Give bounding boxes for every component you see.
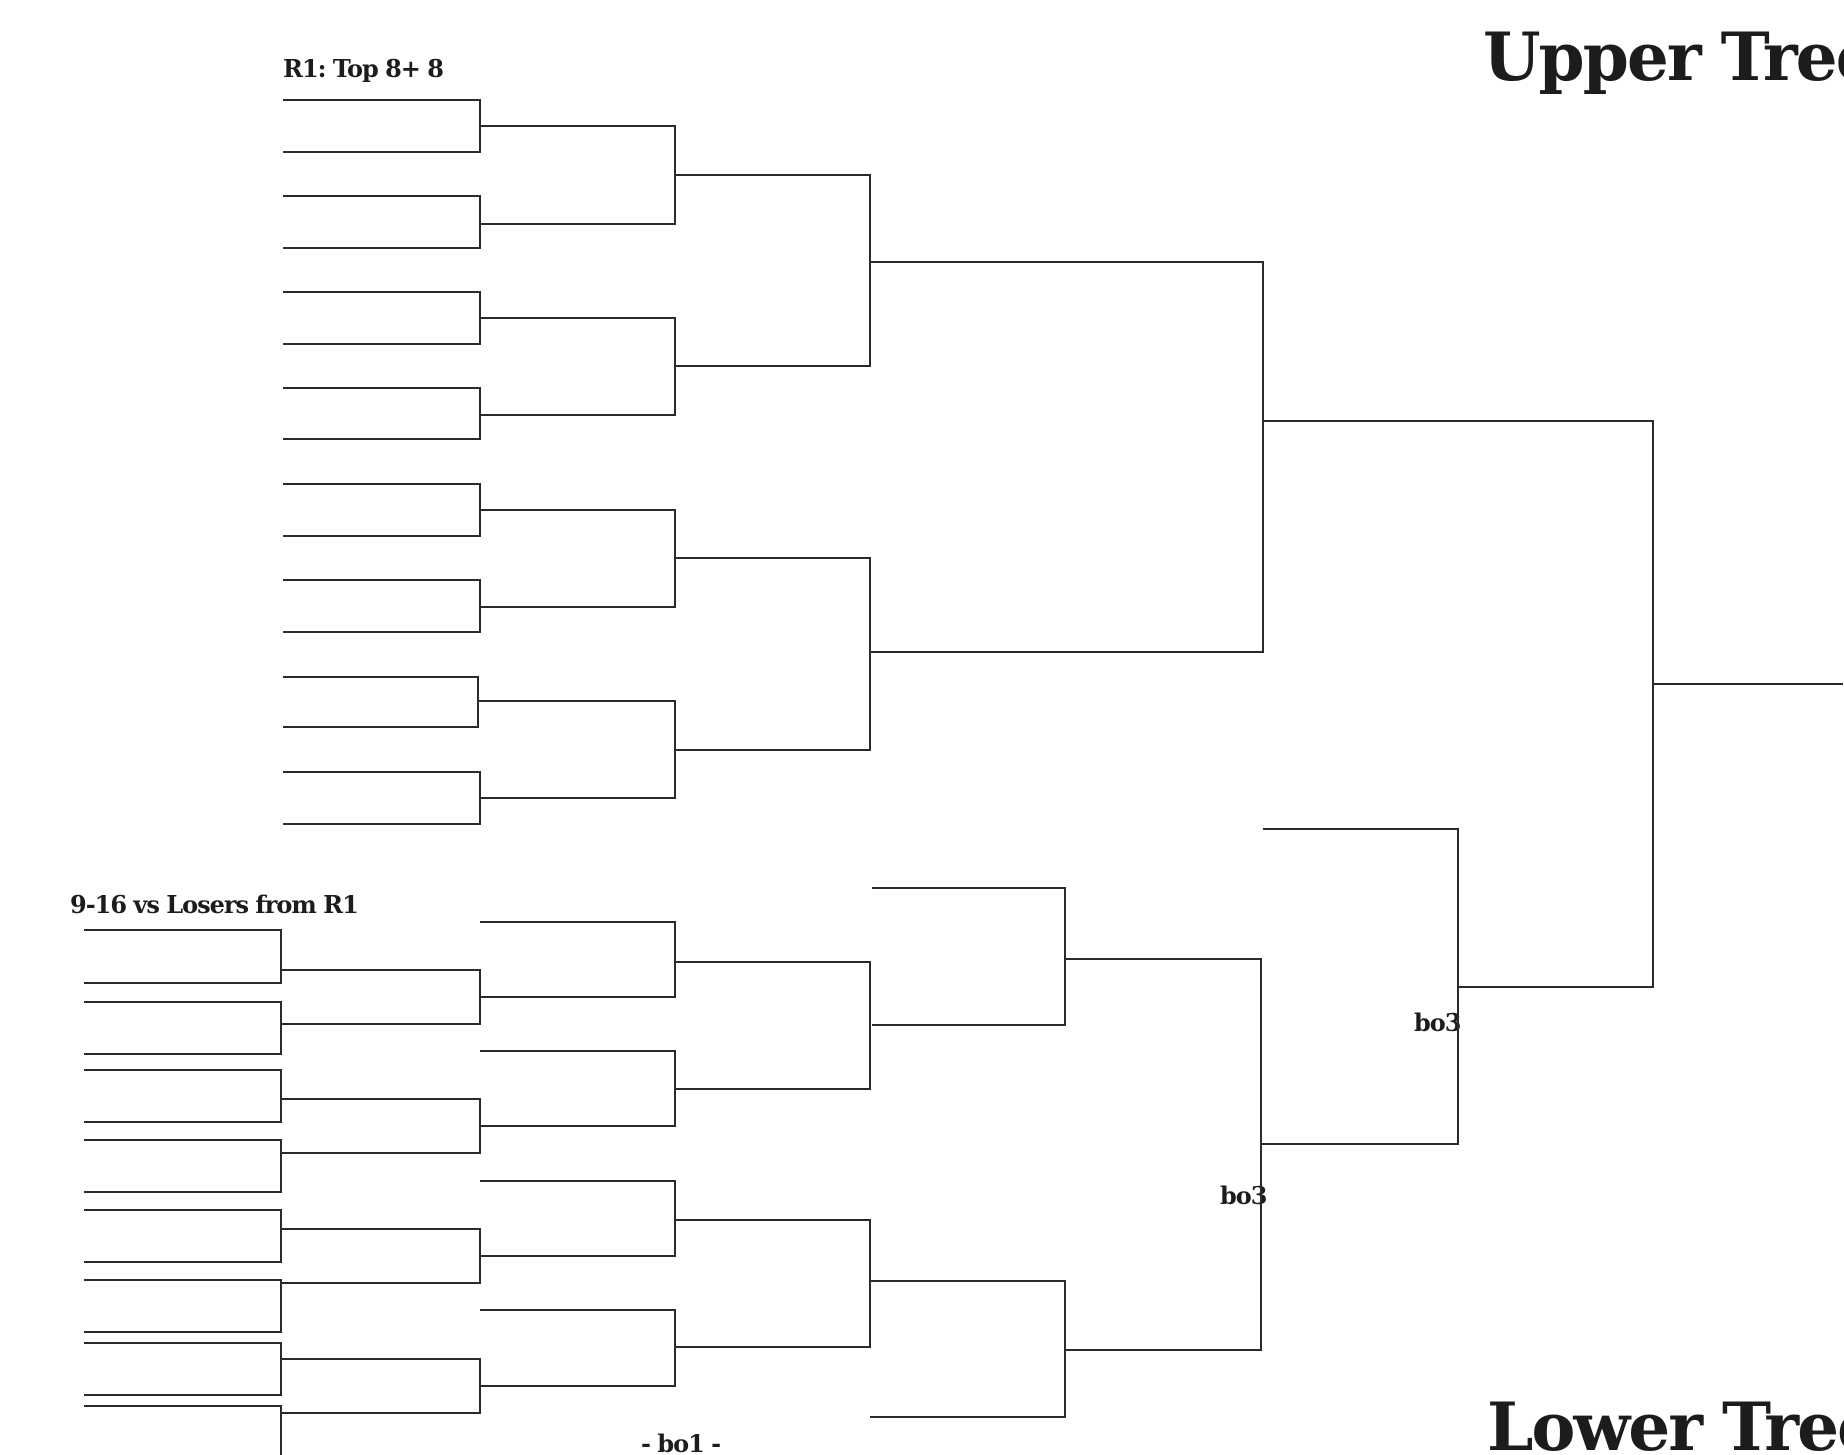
- lower-r3-match-4: [480, 1309, 676, 1387]
- lower-r1-match-4: [84, 1139, 282, 1193]
- upper-r3-match-2: [675, 557, 871, 751]
- upper-r2-match-1: [480, 125, 676, 225]
- lower-r4-match-1: [675, 961, 871, 1090]
- lower-r4-match-2: [675, 1219, 871, 1348]
- lower-r1-match-5: [84, 1209, 282, 1263]
- lower-r3-match-1: [480, 921, 676, 998]
- upper-r2-match-3: [480, 509, 676, 608]
- upper-r1-match-2: [283, 195, 481, 249]
- lower-round1-label: 9-16 vs Losers from R1: [70, 890, 358, 919]
- upper-r1-match-7: [283, 676, 479, 728]
- lower-r2-match-2: [281, 1098, 481, 1154]
- lower-round2: [281, 969, 481, 1414]
- upper-r3-match-1: [675, 174, 871, 367]
- upper-r1-match-6: [283, 579, 481, 633]
- upper-r1-match-5: [283, 483, 481, 537]
- lower-final: [1261, 828, 1459, 1145]
- lower-round5: [870, 887, 1066, 1418]
- lower-r1-match-6: [84, 1279, 282, 1333]
- upper-round3: [675, 174, 871, 751]
- upper-r1-match-8: [283, 771, 481, 825]
- upper-round2: [478, 125, 676, 799]
- lower-r1-match-1: [84, 929, 282, 984]
- lower-round3: [480, 921, 676, 1387]
- upper-round4: [870, 261, 1264, 653]
- bo1-label: - bo1 -: [641, 1429, 720, 1455]
- lower-r1-match-3: [84, 1069, 282, 1123]
- round1-label: R1: Top 8+ 8: [283, 54, 443, 83]
- lower-tree-title: Lower Tree: [1487, 1388, 1844, 1455]
- lower-r5-match-1: [872, 887, 1066, 1026]
- lower-r2-match-4: [281, 1358, 481, 1414]
- lower-r5-match-2: [870, 1280, 1066, 1418]
- lower-r1-match-8: [84, 1405, 282, 1455]
- upper-r1-match-1: [283, 99, 481, 153]
- upper-r1-match-4: [283, 387, 481, 440]
- grand-final-bracket: [1263, 420, 1654, 988]
- lower-r1-match-7: [84, 1342, 282, 1396]
- bo3-semifinal-label: bo3: [1220, 1181, 1267, 1210]
- lower-round4: [675, 961, 871, 1348]
- upper-r2-match-2: [480, 317, 676, 416]
- lower-r3-match-3: [480, 1180, 676, 1257]
- lower-r2-match-3: [281, 1228, 481, 1284]
- upper-final: [870, 261, 1264, 653]
- lower-semifinal: [1065, 958, 1262, 1351]
- lower-round1: [84, 929, 282, 1455]
- lower-final-bracket: [1261, 828, 1459, 1145]
- bo3-final-label: bo3: [1414, 1008, 1461, 1037]
- upper-round1: [283, 99, 481, 825]
- lower-r2-match-1: [281, 969, 481, 1025]
- upper-tree-title: Upper Tree: [1483, 18, 1844, 96]
- upper-r1-match-3: [283, 291, 481, 345]
- grand-final: [1263, 420, 1843, 988]
- lower-semifinal-bracket: [1065, 958, 1262, 1351]
- lower-r1-match-2: [84, 1001, 282, 1055]
- upper-r2-match-4: [478, 700, 676, 799]
- lower-r3-match-2: [480, 1050, 676, 1127]
